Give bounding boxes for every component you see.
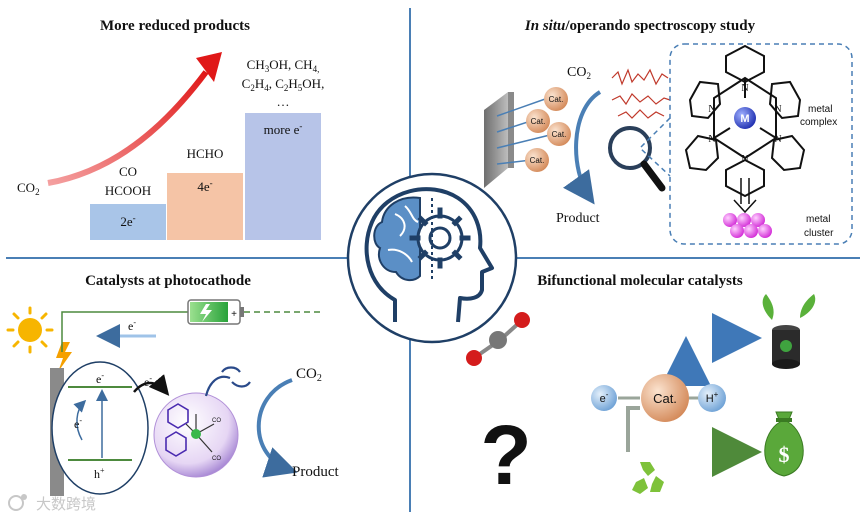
svg-text:e-: e- <box>128 318 136 333</box>
tr-down-hollow-arrow <box>733 178 757 214</box>
tr-cat-label-3: Cat. <box>552 130 567 139</box>
tl-bar1-label: 2e- <box>120 213 135 229</box>
bl-title: Catalysts at photocathode <box>85 273 251 289</box>
tl-bar-4e <box>167 173 243 240</box>
tr-co2-label: CO2 <box>567 65 591 81</box>
svg-text:N: N <box>741 83 748 94</box>
tl-bar3-line3: … <box>277 94 290 109</box>
tr-metal-complex-line1: metal <box>808 104 832 115</box>
br-connector <box>626 406 640 452</box>
tl-title: More reduced products <box>100 18 250 34</box>
tr-metal-cluster-line1: metal <box>806 214 830 225</box>
tr-metal-symbol: M <box>740 113 749 125</box>
pc-nitrogen-labels: N N N N N N <box>708 83 781 165</box>
fuel-barrel-icon <box>762 294 816 369</box>
money-bag-icon: $ <box>764 411 804 477</box>
svg-text:N: N <box>708 134 715 145</box>
br-cat-label: Cat. <box>653 391 677 406</box>
battery-icon: + <box>187 299 244 325</box>
bl-circuit-wire <box>61 311 188 352</box>
tl-red-curve-arrow <box>47 70 209 186</box>
bl-electron-cb: e- <box>96 371 104 386</box>
recycle-icon <box>632 462 664 494</box>
tr-curved-arrow <box>563 90 602 205</box>
tr-metal-center <box>734 107 756 129</box>
bl-ligand-co-2: CO <box>212 456 221 462</box>
tl-bar1-sub: HCOOH <box>105 183 151 198</box>
molecular-catalyst-bubble: CO CO <box>153 392 239 478</box>
bl-electron-left: e- <box>74 416 82 431</box>
tl-bar1-top: CO <box>119 164 137 179</box>
br-proton-sphere <box>698 384 726 412</box>
tl-bar-more-e <box>245 113 321 240</box>
tr-metal-cluster <box>723 213 772 238</box>
svg-text:CO2: CO2 <box>17 180 40 197</box>
br-electron-label: e- <box>600 390 609 405</box>
tr-zoom-box <box>669 43 853 245</box>
tl-bar3-label: more e- <box>264 121 303 137</box>
tr-cat-label-4: Cat. <box>530 156 545 165</box>
watermark-logo: 大数跨境 <box>8 494 96 513</box>
tr-metal-cluster-line2: cluster <box>804 228 834 239</box>
phthalocyanine-structure <box>684 44 806 198</box>
tl-bar3-line1: CH3OH, CH4, <box>247 57 320 74</box>
bl-curved-arrow <box>256 378 298 478</box>
tr-electrode-plate <box>484 92 514 188</box>
sun-icon <box>6 306 54 354</box>
tl-bar3-line2: C2H4, C2H5OH, <box>242 76 325 93</box>
tr-cat-sphere-2 <box>526 109 550 133</box>
head-brain-gear-icon <box>364 187 494 323</box>
bl-ligand-co-1: CO <box>212 418 221 424</box>
bl-hole: h+ <box>94 466 105 481</box>
tl-bar2-label: 4e- <box>197 178 212 194</box>
br-cat-sphere <box>641 374 689 422</box>
co2-molecule-icon <box>466 312 530 366</box>
tr-cat-label-2: Cat. <box>531 117 546 126</box>
tr-cat-label-1: Cat. <box>549 95 564 104</box>
tl-bar2-top: HCHO <box>187 146 224 161</box>
svg-text:N: N <box>774 104 781 115</box>
br-question-mark: ? <box>480 408 531 502</box>
tl-red-arrow-head <box>196 52 222 82</box>
tr-title-italic: In situ <box>524 18 565 34</box>
svg-text:N: N <box>708 104 715 115</box>
tr-product-label: Product <box>556 211 600 226</box>
tr-cat-sphere-3 <box>547 122 571 146</box>
bl-electron-transfer: e- <box>144 374 152 389</box>
anchor-group-icon <box>204 366 251 397</box>
tr-metal-complex-line2: complex <box>800 117 837 128</box>
electron-transfer-arrow <box>133 374 170 396</box>
tr-cat-sphere-1 <box>544 87 568 111</box>
bl-top-electron-arrow: e- <box>96 318 156 348</box>
tr-title-rest: /operando spectroscopy study <box>564 18 755 34</box>
br-electron-sphere <box>591 385 617 411</box>
br-title: Bifunctional molecular catalysts <box>537 273 743 289</box>
bl-left-electron-arrow <box>73 399 87 441</box>
battery-plus: + <box>231 309 237 320</box>
magnifier-icon <box>608 126 666 192</box>
lightning-icon <box>56 342 72 372</box>
money-dollar: $ <box>779 442 790 467</box>
svg-text:N: N <box>741 154 748 165</box>
tr-title: In situ/operando spectroscopy study <box>524 18 756 34</box>
bl-product-label: Product <box>292 464 339 480</box>
tr-spectra-lines <box>611 68 671 119</box>
tr-cat-sphere-4 <box>525 148 549 172</box>
tr-cat-spheres: Cat. Cat. Cat. Cat. <box>496 87 571 172</box>
watermark-text: 大数跨境 <box>36 495 96 513</box>
tl-bar-2e <box>90 204 166 240</box>
tl-co2-label: CO2 <box>17 180 40 197</box>
svg-text:N: N <box>774 134 781 145</box>
bl-co2-label: CO2 <box>296 366 322 384</box>
